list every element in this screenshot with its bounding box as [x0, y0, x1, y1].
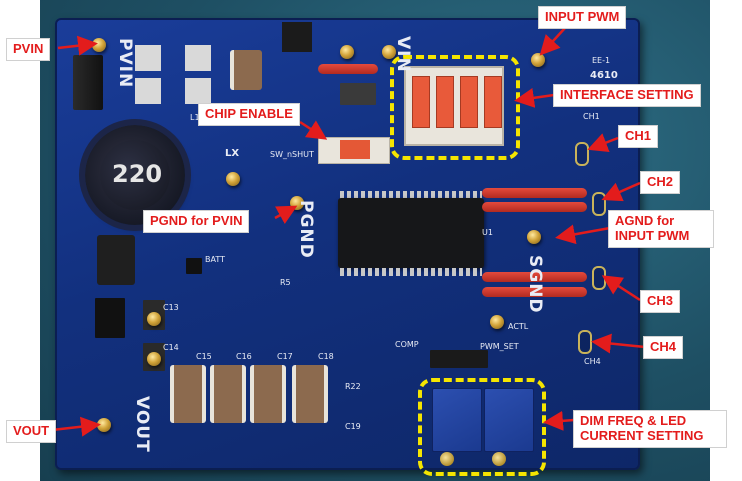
silk-board-id: 4610 [590, 70, 618, 81]
dip-lever [460, 76, 478, 128]
agnd-test-point [527, 230, 541, 244]
pot-screw [440, 452, 454, 466]
resistor [482, 287, 587, 297]
silk-c13: C13 [163, 303, 179, 312]
capacitor-c18 [292, 365, 328, 423]
silk-c19: C19 [345, 422, 361, 431]
input-pwm-test-point [531, 53, 545, 67]
silk-sw-nshut: SW_nSHUT [270, 150, 314, 159]
resistor [318, 64, 378, 74]
callout-agnd-line1: AGND for [615, 213, 675, 228]
test-point [147, 312, 161, 326]
callout-ch1: CH1 [618, 125, 659, 148]
potentiometer [432, 388, 482, 452]
callout-dim-line1: DIM FREQ & LED [580, 413, 687, 428]
capacitor-c17 [250, 365, 286, 423]
silk-actl: ACTL [508, 322, 529, 331]
callout-vout: VOUT [6, 420, 57, 443]
pad [185, 78, 211, 104]
arrow-ch2 [601, 181, 641, 202]
potentiometer [484, 388, 534, 452]
silk-lx: LX [225, 148, 240, 159]
dip-lever [436, 76, 454, 128]
smd-part [186, 258, 202, 274]
callout-agnd-for-input-pwm: AGND for INPUT PWM [608, 210, 714, 248]
inductor-core [100, 140, 170, 210]
callout-ch4: CH4 [643, 336, 684, 359]
silk-ch4: CH4 [584, 357, 601, 366]
smd-part [340, 83, 376, 105]
callout-pvin: PVIN [6, 38, 51, 61]
pvin-terminal [73, 55, 103, 110]
silk-c17: C17 [277, 352, 293, 361]
callout-ch3: CH3 [640, 290, 681, 313]
arrow-ch1 [587, 133, 619, 152]
silk-r22: R22 [345, 382, 361, 391]
silk-batt: BATT [205, 255, 225, 264]
pad [135, 78, 161, 104]
capacitor-c15 [170, 365, 206, 423]
silk-ch1: CH1 [583, 112, 600, 121]
capacitor-c16 [210, 365, 246, 423]
diode [97, 235, 135, 285]
ic-pins [340, 268, 482, 276]
resistor [482, 202, 587, 212]
silk-board-rev: EE-1 [592, 56, 611, 65]
arrow-pgnd [274, 205, 298, 225]
arrow-dim-freq [543, 410, 575, 431]
arrow-chip-enable [299, 120, 328, 140]
arrow-ch3 [601, 275, 641, 302]
callout-ch2: CH2 [640, 171, 681, 194]
silk-c18: C18 [318, 352, 334, 361]
ch4-test-loop [578, 330, 592, 354]
callout-pgnd-for-pvin: PGND for PVIN [143, 210, 250, 233]
resistor [482, 188, 587, 198]
arrow-input-pwm [539, 27, 566, 56]
resistor [482, 272, 587, 282]
test-point [147, 352, 161, 366]
ic-pins [340, 191, 482, 199]
dip-lever [484, 76, 502, 128]
arrow-interface-setting [514, 87, 555, 108]
arrow-pvin [57, 35, 98, 56]
silk-u1: U1 [482, 228, 493, 237]
ch1-test-loop [575, 142, 589, 166]
callout-chip-enable: CHIP ENABLE [198, 103, 300, 126]
actl-test-point [490, 315, 504, 329]
jumper [282, 22, 312, 52]
lx-test-point [226, 172, 240, 186]
callout-dim-line2: CURRENT SETTING [580, 427, 704, 443]
arrow-agnd [555, 224, 611, 245]
smd-part [430, 350, 488, 368]
pot-screw [492, 452, 506, 466]
pad [135, 45, 161, 71]
silk-l1: L1 [190, 113, 200, 122]
arrow-ch4 [591, 333, 646, 354]
dip-lever [412, 76, 430, 128]
callout-dim-freq: DIM FREQ & LED CURRENT SETTING [573, 410, 727, 448]
vin-test-point [340, 45, 354, 59]
silk-c15: C15 [196, 352, 212, 361]
test-point [382, 45, 396, 59]
driver-ic [338, 198, 484, 268]
arrow-vout [51, 416, 101, 437]
capacitor [230, 50, 262, 90]
callout-agnd-line2: INPUT PWM [615, 227, 690, 243]
silk-c14: C14 [163, 343, 179, 352]
switch-knob [340, 140, 370, 159]
inductor-label: 220 [112, 160, 163, 188]
pad [185, 45, 211, 71]
silk-c16: C16 [236, 352, 252, 361]
silk-r5: R5 [280, 278, 291, 287]
callout-interface-setting: INTERFACE SETTING [553, 84, 701, 107]
smd-part [95, 298, 125, 338]
callout-input-pwm: INPUT PWM [538, 6, 627, 29]
silk-comp: COMP [395, 340, 419, 349]
silk-pwm-set: PWM_SET [480, 342, 519, 351]
